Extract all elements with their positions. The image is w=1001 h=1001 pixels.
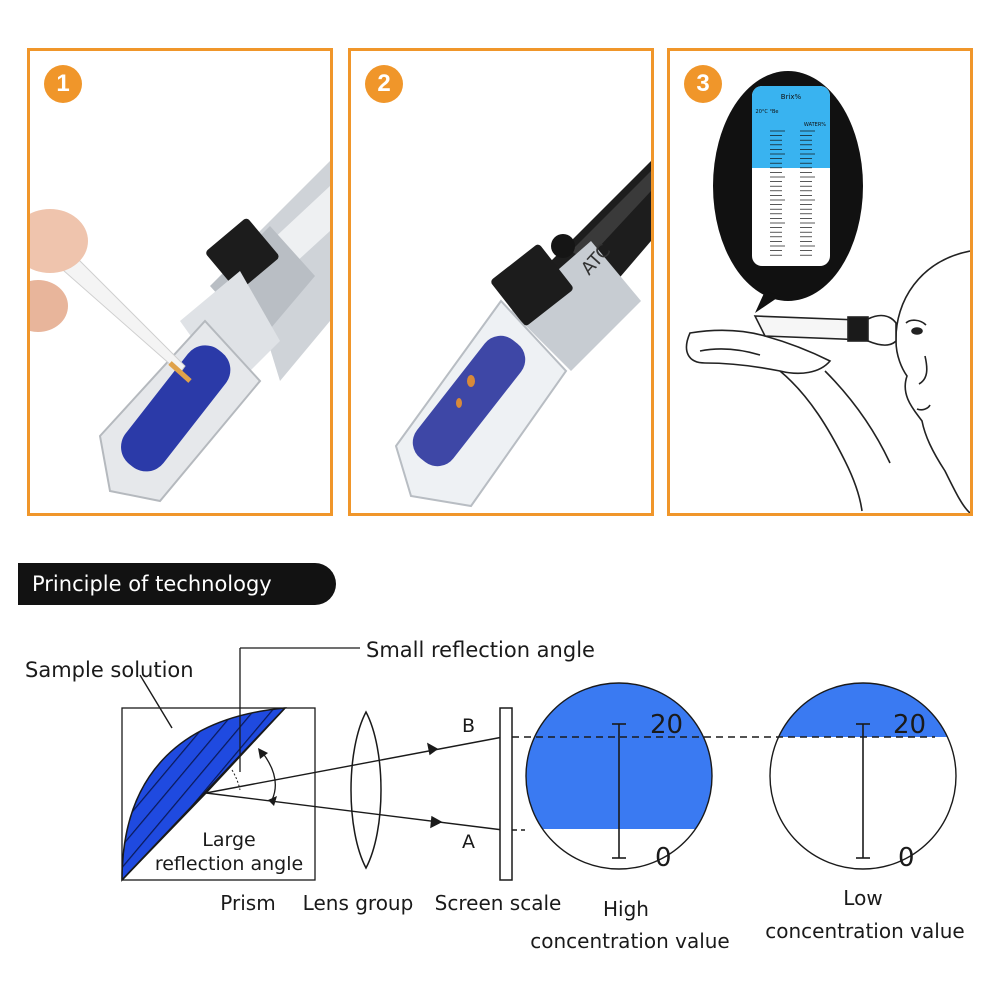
low-concentration-view — [769, 682, 957, 870]
viewfinder-header: Brix% — [781, 93, 802, 101]
refractometer-body — [98, 161, 330, 503]
finger — [30, 209, 88, 273]
low-scale-bottom: 0 — [898, 843, 915, 873]
small-angle-label: Small reflection angle — [366, 638, 595, 662]
point-a-label: A — [462, 831, 475, 853]
sample-solution-label: Sample solution — [25, 658, 194, 682]
refractometer-body: ATC — [394, 161, 651, 508]
viewfinder-left-col: 20°C °Be — [756, 109, 779, 115]
point-b-label: B — [462, 715, 475, 737]
high-label-1: High — [603, 897, 649, 921]
step-badge-1: 1 — [44, 65, 82, 103]
viewing-illustration: Brix% 20°C °Be WATER% — [685, 71, 970, 513]
large-angle-label-1: Large — [202, 829, 255, 851]
large-angle-arc — [261, 751, 276, 801]
low-label-2: concentration value — [765, 919, 965, 943]
high-label-2: concentration value — [530, 929, 730, 953]
high-scale-bottom: 0 — [655, 843, 672, 873]
viewfinder-blue-field — [752, 86, 830, 168]
section-title: Principle of technology — [32, 572, 272, 596]
viewfinder-right-col: WATER% — [804, 122, 826, 128]
refractometer-closed-illustration: ATC — [394, 161, 651, 508]
prism-window — [121, 345, 231, 472]
prism-window — [412, 335, 526, 467]
cover-knob — [551, 234, 575, 258]
light-rays — [205, 736, 504, 831]
step-panel-2: 2 ATC — [348, 48, 654, 516]
high-blue-field — [526, 683, 712, 829]
principle-diagram: Sample solution Small reflection angle L… — [25, 638, 965, 953]
low-label-1: Low — [843, 886, 882, 910]
prism-label: Prism — [220, 891, 275, 915]
lens-group — [350, 710, 382, 870]
step-badge-3: 3 — [684, 65, 722, 103]
high-concentration-view — [525, 682, 713, 870]
sample-solution-leader — [139, 674, 173, 729]
low-blue-field — [770, 683, 956, 737]
lens-group-label: Lens group — [303, 891, 414, 915]
person-viewing — [685, 250, 970, 513]
screen-scale-label: Screen scale — [435, 891, 562, 915]
step-badge-2: 2 — [365, 65, 403, 103]
prism — [121, 707, 316, 881]
dropper — [30, 209, 192, 383]
high-scale-top: 20 — [650, 710, 683, 740]
refractometer-drop-illustration — [30, 161, 330, 503]
step-panel-3: 3 Brix% 20°C °Be WATER% — [667, 48, 973, 516]
prism-assembly — [121, 647, 360, 882]
large-angle-label-2: reflection angle — [155, 853, 303, 875]
low-scale-top: 20 — [893, 710, 926, 740]
section-banner: Principle of technology — [18, 563, 336, 605]
step-panel-1: 1 — [27, 48, 333, 516]
screen-scale — [499, 707, 513, 881]
viewfinder-bubble: Brix% 20°C °Be WATER% — [713, 71, 863, 313]
